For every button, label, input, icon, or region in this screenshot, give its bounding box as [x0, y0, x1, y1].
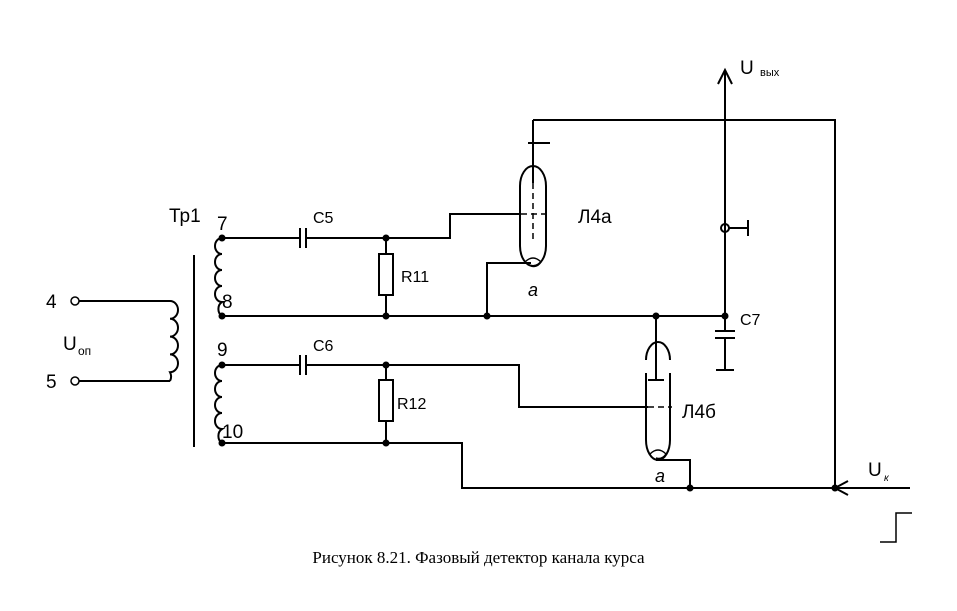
label-r11: R11 — [401, 269, 429, 286]
terminal-5 — [70, 376, 80, 386]
label-r12: R12 — [397, 396, 426, 413]
primary-winding — [70, 296, 179, 386]
label-u-out: U — [740, 58, 754, 79]
capacitor-c5 — [299, 228, 307, 248]
label-transformer: Тр1 — [169, 206, 201, 227]
label-pin-10: 10 — [222, 422, 243, 443]
output-line — [717, 67, 749, 316]
secondary-winding-7-8 — [214, 213, 725, 317]
capacitor-c6 — [299, 355, 307, 375]
label-pin-9: 9 — [217, 340, 228, 361]
label-pin-5: 5 — [46, 372, 57, 393]
label-c6: C6 — [313, 338, 334, 355]
label-c7: C7 — [740, 312, 761, 329]
label-anode-a: a — [528, 280, 538, 300]
secondary-winding-9-10 — [214, 364, 835, 489]
label-u-out-sub: вых — [760, 67, 780, 79]
label-pin-7: 7 — [217, 214, 228, 235]
tube-l4b — [645, 316, 691, 488]
terminal-4 — [70, 296, 80, 306]
label-anode-b: a — [655, 466, 665, 486]
tube-l4a — [486, 119, 836, 488]
capacitor-c7 — [715, 316, 735, 371]
label-u-k-sub: к — [884, 473, 890, 484]
junction-dots — [218, 234, 839, 492]
figure-caption: Рисунок 8.21. Фазовый детектор канала ку… — [312, 548, 645, 567]
resistor-r11 — [378, 238, 394, 316]
label-c5: C5 — [313, 210, 334, 227]
label-tube-l4b: Л4б — [682, 402, 716, 423]
label-pin-8: 8 — [222, 292, 233, 313]
label-u-ref: U — [63, 334, 77, 355]
label-u-k: U — [868, 460, 882, 481]
label-u-ref-sub: оп — [78, 344, 91, 358]
label-pin-4: 4 — [46, 292, 57, 313]
input-uk — [832, 480, 912, 543]
resistor-r12 — [378, 365, 394, 443]
label-tube-l4a: Л4а — [578, 207, 612, 228]
